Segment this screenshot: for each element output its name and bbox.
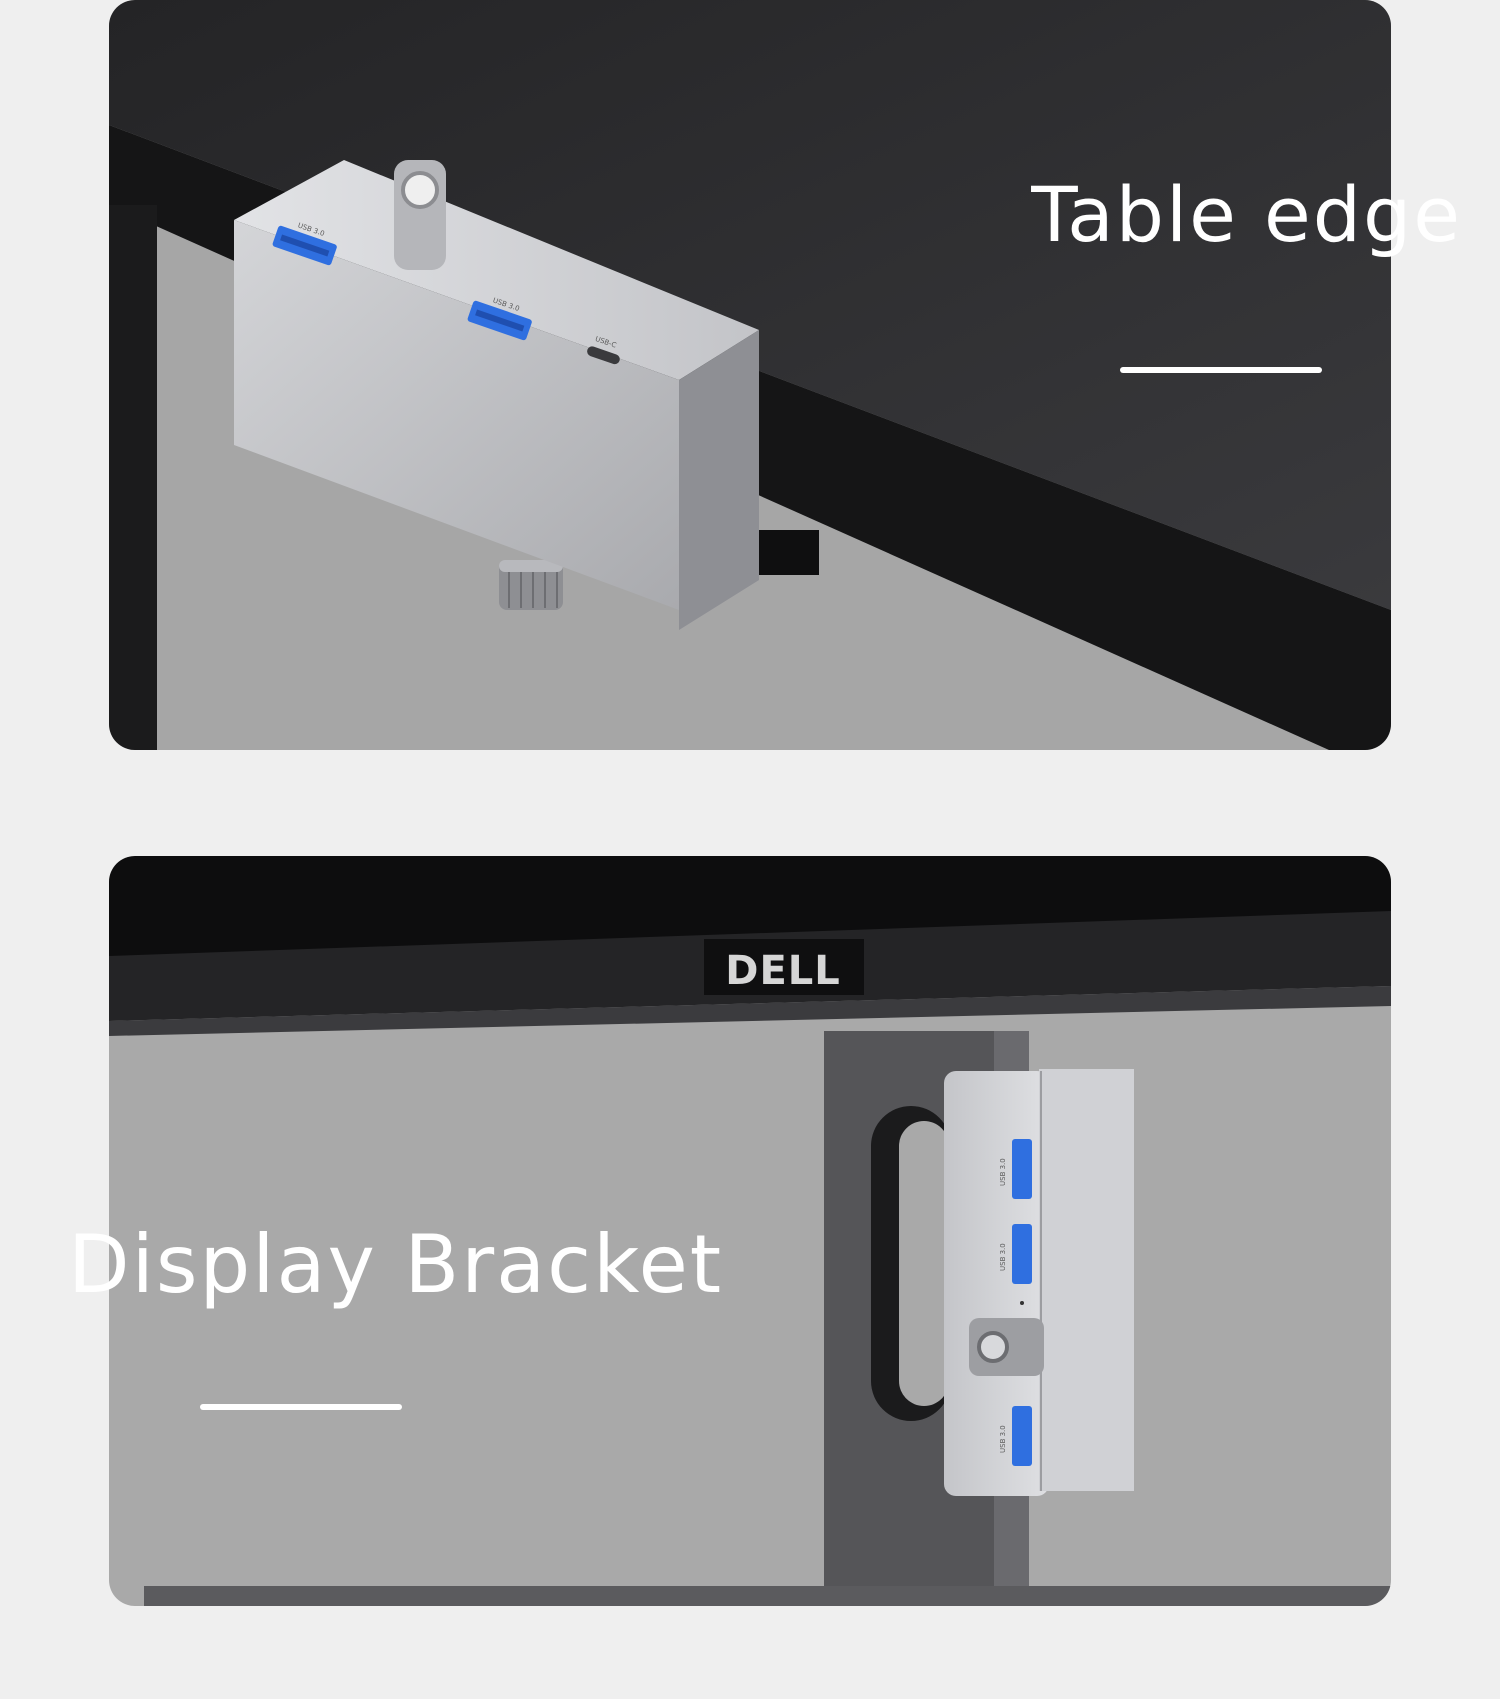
hub-front-face bbox=[234, 220, 679, 610]
caption-table-edge: Table edge bbox=[1031, 170, 1462, 259]
display-bracket-illustration: DELL USB 3.0 USB 3.0 USB 3.0 bbox=[109, 856, 1391, 1606]
desk-top-surface bbox=[109, 0, 1391, 610]
clamp-plate bbox=[759, 530, 819, 575]
status-led bbox=[1020, 1301, 1024, 1305]
brand-plate bbox=[704, 939, 864, 995]
port-label-c: USB 3.0 bbox=[999, 1425, 1007, 1453]
usb-port-c: USB 3.0 bbox=[999, 1406, 1032, 1466]
monitor-base bbox=[144, 1586, 1391, 1606]
caption-underline-top bbox=[1120, 367, 1322, 373]
usb-drive-ring bbox=[969, 1318, 1044, 1376]
hub-body bbox=[944, 1071, 1049, 1496]
brand-logo: DELL bbox=[725, 948, 841, 994]
caption-underline-bottom bbox=[200, 1404, 402, 1410]
usb-port-a: USB 3.0 bbox=[999, 1139, 1032, 1199]
usb-port-1: USB 3.0 bbox=[272, 221, 337, 266]
port-label-b: USB 3.0 bbox=[999, 1243, 1007, 1271]
monitor-bottom-edge bbox=[109, 986, 1391, 1036]
desk-leg bbox=[109, 205, 157, 750]
screw-knob bbox=[499, 560, 563, 610]
usb-port-b: USB 3.0 bbox=[999, 1224, 1032, 1284]
scene-display-bracket: DELL USB 3.0 USB 3.0 USB 3.0 bbox=[109, 856, 1391, 1606]
hub-side bbox=[1039, 1069, 1134, 1491]
port-label-a: USB 3.0 bbox=[999, 1158, 1007, 1186]
table-edge-illustration: USB 3.0 USB 3.0 USB-C bbox=[109, 0, 1391, 750]
usb-flash-drive bbox=[394, 160, 446, 270]
hub-side-face bbox=[679, 330, 759, 630]
scene-table-edge: USB 3.0 USB 3.0 USB-C bbox=[109, 0, 1391, 750]
hub-top-face bbox=[234, 160, 759, 380]
stand-cable-hole-inner bbox=[899, 1121, 949, 1406]
caption-display-bracket: Display Bracket bbox=[68, 1218, 724, 1311]
